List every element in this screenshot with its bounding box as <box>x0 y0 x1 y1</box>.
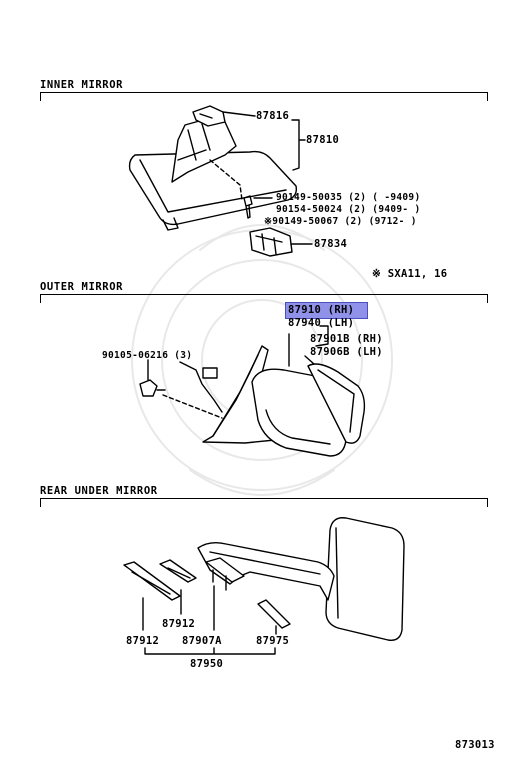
inner-mirror-bracket <box>40 92 488 101</box>
part-87910-label[interactable]: 87910 (RH) <box>288 304 355 316</box>
part-87901b-label[interactable]: 87901B (RH) <box>310 333 383 345</box>
inner-mirror-heading: INNER MIRROR <box>40 79 124 91</box>
part-87810-label[interactable]: 87810 <box>306 134 340 146</box>
part-87940-label[interactable]: 87940 (LH) <box>288 317 355 329</box>
rear-under-mirror-bracket <box>40 498 488 507</box>
part-87950-label[interactable]: 87950 <box>190 658 224 670</box>
rear-under-mirror-heading: REAR UNDER MIRROR <box>40 485 158 497</box>
part-87912-upper-label[interactable]: 87912 <box>162 618 196 630</box>
part-87906b-label[interactable]: 87906B (LH) <box>310 346 383 358</box>
part-87834-label[interactable]: 87834 <box>314 238 348 250</box>
part-87975-label[interactable]: 87975 <box>256 635 290 647</box>
part-87816-label[interactable]: 87816 <box>256 110 290 122</box>
outer-mirror-heading: OUTER MIRROR <box>40 281 124 293</box>
rear-under-mirror-drawing <box>123 517 405 655</box>
inner-mirror-drawing <box>128 105 313 257</box>
screw-90105-06216-label[interactable]: 90105-06216 (3) <box>102 350 193 361</box>
outer-mirror-bracket <box>40 294 488 303</box>
model-note-label: ※ SXA11, 16 <box>372 268 448 280</box>
bolt-90154-50024-label[interactable]: 90154-50024 (2) (9409- ) <box>276 204 421 215</box>
part-87912-lower-label[interactable]: 87912 <box>126 635 160 647</box>
diagram-code: 873013 <box>455 739 495 751</box>
selected-part-highlight <box>285 302 368 319</box>
bolt-90149-50035-label[interactable]: 90149-50035 (2) ( -9409) <box>276 192 421 203</box>
outer-mirror-drawing <box>139 325 366 457</box>
bolt-90149-50067-label[interactable]: ※90149-50067 (2) (9712- ) <box>264 216 417 227</box>
part-87907a-label[interactable]: 87907A <box>182 635 222 647</box>
